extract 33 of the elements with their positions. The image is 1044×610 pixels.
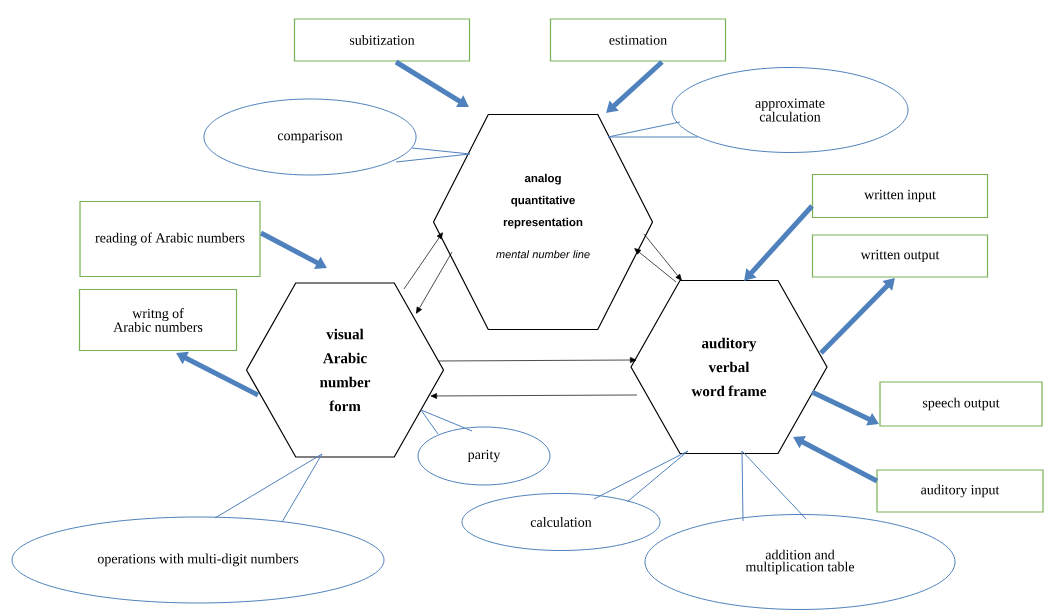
text-box: estimation [549, 18, 727, 62]
arrow [819, 278, 895, 355]
text-box: auditory input [876, 469, 1044, 513]
callout-tail [607, 121, 699, 138]
speech-bubble: calculation [461, 493, 661, 551]
arrow [634, 248, 677, 283]
arrow [403, 232, 443, 290]
speech-bubble: operations with multi-digit numbers [11, 516, 385, 604]
speech-bubble: parity [417, 426, 551, 486]
speech-bubble: approximate calculation [671, 67, 909, 153]
text-box: written input [811, 173, 989, 219]
text-box: reading of Arabic numbers [79, 200, 261, 278]
hexagon: analog quantitative representation mental number line [432, 113, 654, 331]
hexagon: visual Arabic number form [245, 282, 445, 458]
text-box: written output [811, 234, 989, 278]
callout-tail [420, 409, 473, 435]
text-box: speech output [879, 381, 1043, 427]
callout-tail [741, 450, 807, 522]
arrow [430, 393, 638, 399]
arrow [438, 357, 637, 363]
arrow [394, 59, 469, 108]
speech-bubble: addition and multiplication table [644, 514, 956, 610]
callout-tail [214, 453, 323, 523]
arrow [416, 251, 453, 314]
speech-bubble: comparison [203, 98, 417, 176]
text-box: subitization [293, 18, 471, 62]
arrow [744, 204, 814, 281]
callout-tail [593, 450, 689, 503]
hexagon: auditory verbal word frame [630, 279, 828, 455]
arrow [643, 233, 682, 281]
text-box: writng of Arabic numbers [78, 288, 238, 352]
callout-tail [395, 147, 471, 163]
arrow [606, 60, 664, 113]
